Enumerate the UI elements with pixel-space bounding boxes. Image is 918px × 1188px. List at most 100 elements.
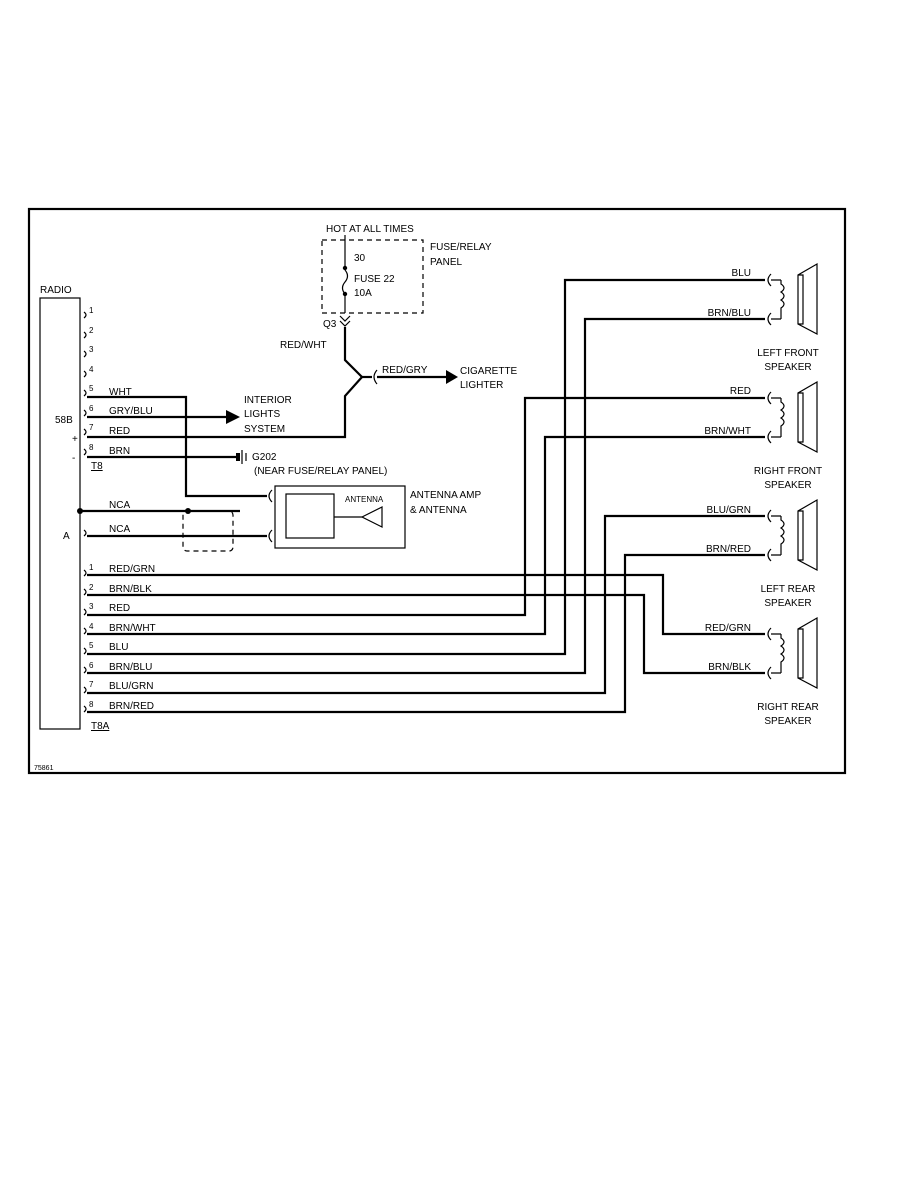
brn-wire-label: BRN <box>109 446 130 457</box>
t8-pin-7: 7 <box>89 423 94 432</box>
interior-lights-label-3: SYSTEM <box>244 424 285 435</box>
t8a-wire-label-5: BLU <box>109 642 128 653</box>
antenna-amp-connector-icon <box>268 489 273 543</box>
t8a-wire-label-7: BLU/GRN <box>109 681 153 692</box>
red-gry-wire-label: RED/GRY <box>382 365 428 376</box>
speaker-lr-icon <box>797 498 818 571</box>
antenna-icon <box>360 506 383 528</box>
t8a-pin-2: 2 <box>89 583 94 592</box>
speaker-lf-label-1: LEFT FRONT <box>757 348 818 359</box>
speaker-right-front: RED BRN/WHT RIGHT FRONT SPEAKER <box>704 380 822 491</box>
radio-minus-label: - <box>72 453 75 464</box>
shield-icon <box>182 510 234 552</box>
radio-title: RADIO <box>40 285 72 296</box>
g202-note: (NEAR FUSE/RELAY PANEL) <box>254 466 387 477</box>
speaker-lr-label-1: LEFT REAR <box>761 584 816 595</box>
interior-lights-arrow-icon <box>226 410 240 424</box>
lighter-connector-icon <box>373 369 378 385</box>
speaker-lf-label-2: SPEAKER <box>764 362 811 373</box>
cigarette-lighter-label-2: LIGHTER <box>460 380 503 391</box>
t8a-wire-label-1: RED/GRN <box>109 564 155 575</box>
speaker-rf-wire-bottom: BRN/WHT <box>704 426 751 437</box>
nca-bottom-label: NCA <box>109 524 130 535</box>
antenna-inner-label: ANTENNA <box>345 495 384 504</box>
red-wire-label: RED <box>109 426 130 437</box>
speaker-rr-coil-icon <box>771 633 785 674</box>
t8a-wire-label-6: BRN/BLU <box>109 662 152 673</box>
fuse-panel-label-1: FUSE/RELAY <box>430 242 492 253</box>
t8a-connector-label: T8A <box>91 721 110 732</box>
t8a-pin-1: 1 <box>89 563 94 572</box>
red-wht-wire-label: RED/WHT <box>280 340 327 351</box>
fuse-rating-label: 10A <box>354 288 372 299</box>
speaker-lr-coil-icon <box>771 515 785 556</box>
speaker-lr-connector-icon <box>767 509 772 562</box>
interior-lights-label-2: LIGHTS <box>244 409 280 420</box>
interior-lights-label-1: INTERIOR <box>244 395 292 406</box>
nca-splice-left <box>77 508 83 514</box>
speaker-lf-icon <box>797 262 818 335</box>
q3-connector-icon <box>339 315 351 327</box>
radio-58b-label: 58B <box>55 415 73 426</box>
blu-grn-wire <box>87 514 765 695</box>
radio-plus-label: + <box>72 434 78 445</box>
hot-at-all-times-label: HOT AT ALL TIMES <box>326 224 414 235</box>
antenna-amp-label-1: ANTENNA AMP <box>410 490 481 501</box>
ground-block <box>236 453 240 461</box>
brn-blk-wire <box>87 593 765 675</box>
speaker-rr-label-2: SPEAKER <box>764 716 811 727</box>
t8a-wire-label-2: BRN/BLK <box>109 584 152 595</box>
speaker-rf-connector-icon <box>767 391 772 444</box>
t8-pin-5: 5 <box>89 384 94 393</box>
speaker-rf-label-2: SPEAKER <box>764 480 811 491</box>
speaker-lf-wire-bottom: BRN/BLU <box>708 308 751 319</box>
t8a-wire-label-3: RED <box>109 603 130 614</box>
t8a-pin-icons <box>83 569 87 713</box>
a-pin-icon <box>83 529 87 537</box>
speaker-rf-wire-top: RED <box>730 386 751 397</box>
figure-id: 75861 <box>34 765 54 772</box>
speaker-rf-icon <box>797 380 818 453</box>
g202-label: G202 <box>252 452 277 463</box>
red-speaker-wire <box>87 396 765 617</box>
red-grn-wire <box>87 573 765 636</box>
cigarette-lighter-label-1: CIGARETTE <box>460 366 518 377</box>
t8a-pin-8: 8 <box>89 700 94 709</box>
antenna-amp-module <box>285 493 335 539</box>
speaker-lf-wire-top: BLU <box>732 268 751 279</box>
fuse-panel-label-2: PANEL <box>430 257 462 268</box>
lighter-arrow-icon <box>446 370 458 384</box>
t8a-pin-5: 5 <box>89 641 94 650</box>
t8-pin-icons <box>83 311 87 456</box>
speaker-lf-coil-icon <box>771 279 785 320</box>
t8-pin-1: 1 <box>89 306 94 315</box>
t8a-pin-6: 6 <box>89 661 94 670</box>
gry-blu-wire-label: GRY/BLU <box>109 406 153 417</box>
speaker-rf-coil-icon <box>771 397 785 438</box>
speaker-rf-label-1: RIGHT FRONT <box>754 466 822 477</box>
antenna-amp-label-2: & ANTENNA <box>410 505 467 516</box>
speaker-lf-connector-icon <box>767 273 772 326</box>
speaker-lr-wire-bottom: BRN/RED <box>706 544 751 555</box>
t8a-connector: 1 2 3 4 5 6 7 8 T8A <box>83 563 110 732</box>
speaker-lr-label-2: SPEAKER <box>764 598 811 609</box>
fuse-node-top <box>342 265 348 271</box>
speaker-lr-wire-top: BLU/GRN <box>707 505 751 516</box>
t8a-wire-label-4: BRN/WHT <box>109 623 156 634</box>
brn-red-wire <box>87 553 765 714</box>
t8-pin-3: 3 <box>89 345 94 354</box>
t8a-pin-4: 4 <box>89 622 94 631</box>
t8-pin-2: 2 <box>89 326 94 335</box>
speaker-right-rear: RED/GRN BRN/BLK RIGHT REAR SPEAKER <box>705 616 819 727</box>
blu-wire <box>87 278 765 656</box>
terminal-30-label: 30 <box>354 253 366 264</box>
fuse-22-label: FUSE 22 <box>354 274 395 285</box>
red-wht-wire <box>87 327 364 439</box>
speaker-left-rear: BLU/GRN BRN/RED LEFT REAR SPEAKER <box>706 498 818 609</box>
speaker-rr-wire-top: RED/GRN <box>705 623 751 634</box>
speaker-rr-connector-icon <box>767 627 772 680</box>
wht-wire <box>87 395 267 498</box>
brn-wht-wire <box>87 435 765 636</box>
t8a-pin-7: 7 <box>89 680 94 689</box>
